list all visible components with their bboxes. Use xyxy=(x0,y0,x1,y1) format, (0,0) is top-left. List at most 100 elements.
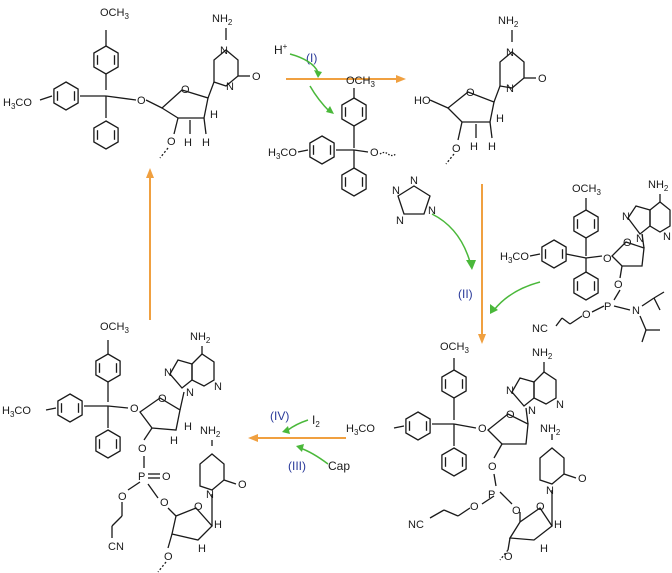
label-o-carbonyl: O xyxy=(252,71,261,83)
step-label-ii: (II) xyxy=(458,287,473,301)
label-o-ring-bl: O xyxy=(158,393,167,405)
label-nh2-br2: NH2 xyxy=(540,423,561,437)
label-o-br-c: O xyxy=(578,473,587,485)
label-n-pa: N xyxy=(632,305,640,317)
label-o3-br: O xyxy=(488,461,497,473)
label-n-bl-c1: N xyxy=(206,489,214,501)
reagent-iodine: I2 xyxy=(312,413,320,429)
label-h-bl2: H xyxy=(184,421,192,433)
label-n-cyt2: N xyxy=(226,81,234,93)
label-o3b-br: O xyxy=(504,551,513,563)
label-o-3prime: O xyxy=(167,136,176,148)
label-o-3prime-tr: O xyxy=(452,143,461,155)
label-n-tz3: N xyxy=(428,205,436,217)
label-n-br-a3: N xyxy=(556,399,564,411)
label-o3-bl: O xyxy=(138,443,147,455)
label-o-ring-br2: O xyxy=(536,501,545,513)
label-nh2-tr: NH2 xyxy=(498,15,519,29)
label-h-br2: H xyxy=(540,543,548,555)
label-o-5prime: O xyxy=(137,95,146,107)
molecule-da-phosphoramidite: OCH3 H3CO O O O P N O NC N N N xyxy=(500,179,671,343)
label-h2: H xyxy=(202,137,210,149)
molecule-5oh-dc: HO O O H H H N N NH2 O xyxy=(414,15,547,165)
label-nc-pa: NC xyxy=(532,323,548,335)
label-o-frag: O xyxy=(370,147,379,159)
label-h3co-left: H3CO xyxy=(3,97,32,111)
label-nh2-bl2: NH2 xyxy=(200,425,221,439)
label-nh2-top: NH2 xyxy=(212,13,233,27)
label-nh2-br: NH2 xyxy=(532,347,553,361)
label-n-br-a2: N xyxy=(528,405,536,417)
step-i: H+ (I) xyxy=(274,42,406,114)
label-o5b-br: O xyxy=(512,505,521,517)
label-p-bl: P xyxy=(138,471,145,483)
label-o-ring-tr: O xyxy=(466,87,475,99)
reagent-proton: H+ xyxy=(274,42,288,57)
step-label-iii: (III) xyxy=(288,459,306,473)
step-label-iv: (IV) xyxy=(270,409,289,423)
steps-iii-iv: (IV) I2 (III) Cap xyxy=(248,409,350,473)
label-n-bl-a2: N xyxy=(186,387,194,399)
label-h-br3: H xyxy=(554,519,562,531)
label-h3: H xyxy=(210,109,218,121)
label-och3-pa: OCH3 xyxy=(572,183,601,197)
label-n-tz2: N xyxy=(410,175,418,187)
label-n-ad1: N xyxy=(622,211,630,223)
label-n-br-c1: N xyxy=(546,485,554,497)
molecule-dmt-fragment: OCH3 H3CO O xyxy=(268,75,397,197)
label-p-br: P xyxy=(488,489,495,501)
label-meo-pa: H3CO xyxy=(500,251,529,265)
label-nh2-pa: NH2 xyxy=(648,179,669,193)
reagent-cap: Cap xyxy=(328,459,350,473)
label-och3-bl: OCH3 xyxy=(100,321,129,335)
label-h1: H xyxy=(184,137,192,149)
label-nh2-bl: NH2 xyxy=(190,331,211,345)
step-ii: N N N N (II) xyxy=(392,175,541,344)
label-o5-bl: O xyxy=(130,403,139,415)
label-h3co-bl: H3CO xyxy=(2,405,31,419)
label-nc-br: NC xyxy=(408,519,424,531)
label-o3b-bl: O xyxy=(164,551,173,563)
label-och3: OCH3 xyxy=(100,7,129,21)
label-ho: HO xyxy=(414,95,431,107)
label-cn-bl: CN xyxy=(108,541,124,553)
label-n-tr2: N xyxy=(506,83,514,95)
molecule-phosphate-dimer: OCH3 H3CO O O O H H P O O CN O O O H xyxy=(2,321,247,573)
label-h-tr3: H xyxy=(496,113,504,125)
label-n-bl-a3: N xyxy=(214,381,222,393)
label-o-ring-br: O xyxy=(506,409,515,421)
label-o-ring-bl2: O xyxy=(194,501,203,513)
label-och3-br: OCH3 xyxy=(440,341,469,355)
molecule-phosphite-dimer: OCH3 H3CO O O O P O NC O O O H H xyxy=(346,341,587,563)
label-o-dbl-bl: O xyxy=(162,471,171,483)
label-o3-pa: O xyxy=(614,279,623,291)
label-h3co-br: H3CO xyxy=(346,423,375,437)
label-och3-frag: OCH3 xyxy=(346,75,375,89)
label-meo-frag: H3CO xyxy=(268,147,297,161)
label-o-ce-br: O xyxy=(470,501,479,513)
label-n-tz4: N xyxy=(396,215,404,227)
label-h-tr2: H xyxy=(488,141,496,153)
label-n-bl-a1: N xyxy=(164,367,172,379)
label-o-bl-c: O xyxy=(238,479,247,491)
label-h-bl1: H xyxy=(170,435,178,447)
molecule-dmt-dc: OCH3 H3CO O O O H H H N N NH2 O xyxy=(3,7,261,159)
label-o-ce-pa: O xyxy=(582,309,591,321)
label-n-tz1: N xyxy=(392,185,400,197)
label-n-br-a1: N xyxy=(506,385,514,397)
label-o-ce-bl: O xyxy=(118,491,127,503)
label-n-cyt1: N xyxy=(220,45,228,57)
label-o-pa: O xyxy=(603,253,612,265)
label-o5b-bl: O xyxy=(160,497,169,509)
label-h-bl4: H xyxy=(214,519,222,531)
label-n-ad2: N xyxy=(636,233,644,245)
label-o-ring-pa: O xyxy=(623,237,632,249)
label-o5-br: O xyxy=(478,423,487,435)
label-o-ring: O xyxy=(181,84,190,96)
label-n-ad3: N xyxy=(663,231,671,243)
label-h-tr1: H xyxy=(470,141,478,153)
label-p-pa: P xyxy=(604,301,611,313)
label-o-carbonyl-tr: O xyxy=(538,73,547,85)
label-h-bl3: H xyxy=(198,543,206,555)
